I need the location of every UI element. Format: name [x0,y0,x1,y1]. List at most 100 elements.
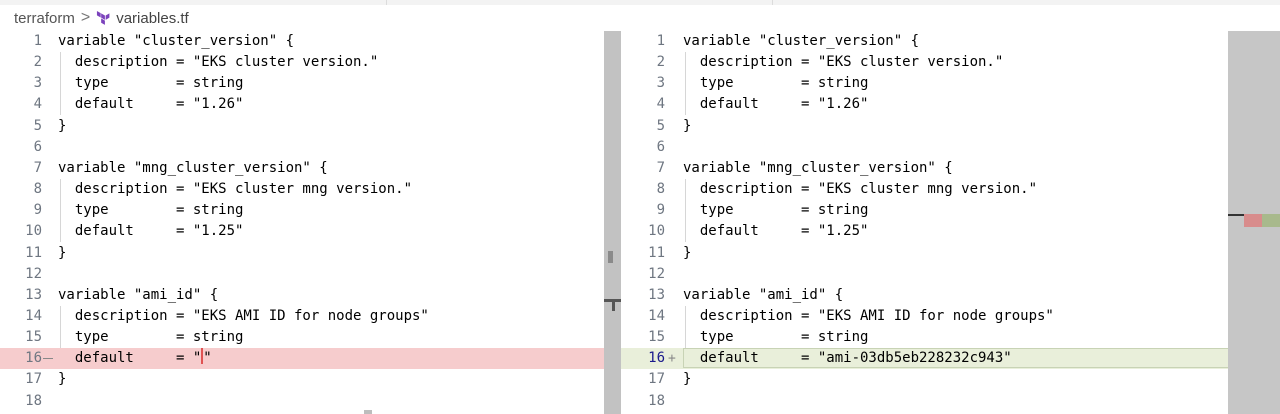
code-line[interactable]: 9 type = string [0,200,604,221]
code-text: variable "ami_id" { [58,286,219,303]
code-text: description = "EKS cluster version." [58,54,379,71]
code-line[interactable]: 4 default = "1.26" [0,94,604,115]
line-number: 18 [648,392,665,409]
line-number: 18 [25,392,42,409]
line-number: 6 [33,138,42,155]
line-number: 17 [25,371,42,388]
code-line[interactable]: 8 description = "EKS cluster mng version… [621,179,1228,200]
line-number: 1 [33,33,42,49]
line-number: 15 [648,329,665,346]
code-text: description = "EKS cluster mng version." [58,181,413,198]
breadcrumb-folder[interactable]: terraform [14,9,75,27]
line-number: 9 [656,202,665,219]
code-line[interactable]: 11} [0,243,604,264]
line-number: 4 [656,96,665,113]
scroll-position-marker [612,299,615,311]
code-line[interactable]: 14 description = "EKS AMI ID for node gr… [621,306,1228,327]
code-line[interactable]: 2 description = "EKS cluster version." [0,52,604,73]
code-line[interactable]: 3 type = string [621,73,1228,94]
code-line[interactable]: 4 default = "1.26" [621,94,1228,115]
line-number: 3 [33,75,42,92]
code-line[interactable]: 3 type = string [0,73,604,94]
overview-added-marker [1262,214,1280,227]
code-line[interactable]: 15 type = string [0,327,604,348]
code-line[interactable]: 7 variable "mng_cluster_version" { [0,158,604,179]
tab-divider [386,0,387,5]
indent-guide [685,52,686,115]
code-line[interactable]: 9 type = string [621,200,1228,221]
code-text: description = "EKS AMI ID for node group… [58,307,429,324]
line-number: 13 [648,286,665,303]
code-line[interactable]: 16 default = "" [0,348,604,370]
code-text: variable "ami_id" { [683,286,844,303]
code-line[interactable]: 12 [621,264,1228,285]
code-text: default = "1.25" [683,223,869,240]
line-number: 8 [33,181,42,198]
removed-line-marker [43,358,53,360]
added-line-marker: + [668,351,676,367]
code-line[interactable]: 15 type = string [621,327,1228,348]
code-text: } [683,244,692,261]
scroll-marker [608,251,613,263]
line-number: 16 [648,350,665,367]
original-scrollbar[interactable] [604,31,621,414]
code-line[interactable]: 5} [621,116,1228,137]
line-number: 9 [33,202,42,219]
editor-tab-strip [0,0,1280,5]
line-number: 8 [656,181,665,198]
code-text: type = string [58,202,244,219]
original-editor-pane[interactable]: 1 variable "cluster_version" { 2 descripti… [0,31,604,414]
line-number: 2 [656,54,665,71]
code-line[interactable]: 1 variable "cluster_version" { [0,31,604,52]
indent-guide [685,306,686,348]
code-line[interactable]: 6 [621,137,1228,158]
line-number: 4 [33,96,42,113]
text-cursor [201,348,204,365]
line-number: 11 [648,244,665,261]
code-text: } [58,244,67,261]
code-line[interactable]: 10 default = "1.25" [0,221,604,242]
code-line[interactable]: 12 [0,264,604,285]
indent-guide [685,179,686,242]
line-number: 5 [33,117,42,134]
line-number: 15 [25,329,42,346]
overview-cursor-marker [1228,214,1244,216]
modified-scrollbar-overview[interactable] [1228,31,1280,414]
line-number: 12 [648,265,665,282]
code-text: variable "cluster_version" { [683,33,920,49]
code-text: type = string [58,75,244,92]
horizontal-scroll-thumb[interactable] [364,410,372,414]
code-text: variable "cluster_version" { [58,33,295,49]
line-number: 16 [25,350,42,367]
indent-guide [60,52,61,115]
code-line[interactable]: 17} [0,369,604,390]
code-text: default = "ami-03db5eb228232c943" [683,350,1012,367]
code-line[interactable]: 18 [0,391,604,412]
line-number: 6 [656,138,665,155]
code-line[interactable]: 10 default = "1.25" [621,221,1228,242]
code-text: } [58,371,67,388]
code-line[interactable]: 17} [621,369,1228,390]
code-line[interactable]: 6 [0,137,604,158]
code-line[interactable]: 13 variable "ami_id" { [621,285,1228,306]
code-text: variable "mng_cluster_version" { [58,159,328,176]
code-line[interactable]: 8 description = "EKS cluster mng version… [0,179,604,200]
line-number: 7 [33,159,42,176]
code-line[interactable]: 2 description = "EKS cluster version." [621,52,1228,73]
code-line[interactable]: 11} [621,243,1228,264]
code-text: } [683,371,692,388]
overview-removed-marker [1244,214,1262,227]
code-line[interactable]: 14 description = "EKS AMI ID for node gr… [0,306,604,327]
code-text: type = string [683,329,869,346]
code-line[interactable]: 5} [0,116,604,137]
code-line[interactable]: 18 [621,391,1228,412]
line-number: 14 [25,307,42,324]
line-number: 14 [648,307,665,324]
code-line[interactable]: 16+ default = "ami-03db5eb228232c943" [621,348,1228,370]
breadcrumb-file[interactable]: variables.tf [116,9,189,27]
line-number: 5 [656,117,665,134]
